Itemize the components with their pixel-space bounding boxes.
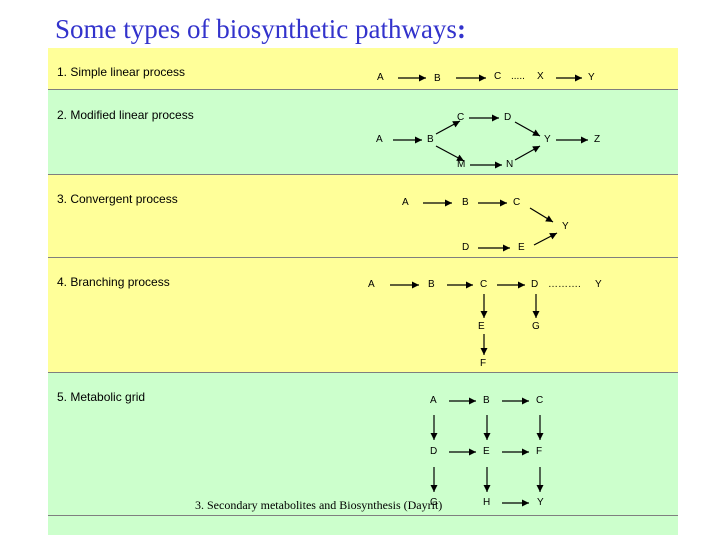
s3-node-e: E [518,242,525,253]
s2-node-b: B [427,134,434,145]
s2-node-d: D [504,112,512,123]
page-title: Some types of biosynthetic pathways: [55,14,466,45]
section-band-6 [48,516,678,535]
s4-node-b: B [428,279,435,290]
s1-node-x: X [537,71,544,82]
s5-node-y: Y [537,497,544,508]
s1-node-c: C [494,71,502,82]
s2-node-m: M [457,159,466,170]
s5-node-g: G [430,497,438,508]
s4-node-y: Y [595,279,602,290]
s3-node-y: Y [562,221,569,232]
s2-node-y: Y [544,134,551,145]
s4-node-g: G [532,321,540,332]
section-label-2: 2. Modified linear process [57,108,194,122]
s2-node-z: Z [594,134,601,145]
s4-node-d: D [531,279,539,290]
s5-node-c: C [536,395,544,406]
section-band-2 [48,90,678,174]
s3-node-b: B [462,197,469,208]
s5-node-f: F [536,446,543,457]
section-label-3: 3. Convergent process [57,192,178,206]
section-band-5 [48,373,678,515]
s3-node-d: D [462,242,470,253]
s4-node-f: F [480,358,487,369]
s1-node-y: Y [588,72,595,83]
title-colon: : [456,14,466,44]
title-text: Some types of biosynthetic pathways [55,14,457,44]
s5-node-a: A [430,395,437,406]
s2-node-n: N [506,159,514,170]
divider [48,89,678,90]
divider [48,174,678,175]
section-band-4 [48,258,678,372]
s5-node-b: B [483,395,490,406]
s1-node-b: B [434,73,441,84]
s4-node-c: C [480,279,488,290]
section-band-1 [48,48,678,89]
s1-dots: ..... [511,71,525,82]
section-band-3 [48,175,678,257]
s4-node-e: E [478,321,485,332]
s1-node-a: A [377,72,384,83]
divider [48,257,678,258]
footer-caption: 3. Secondary metabolites and Biosynthesi… [195,498,443,512]
s2-node-a: A [376,134,383,145]
section-label-1: 1. Simple linear process [57,65,186,79]
s5-node-e: E [483,446,490,457]
divider [48,515,678,516]
section-label-4: 4. Branching process [57,275,170,289]
s3-node-c: C [513,197,521,208]
s2-node-c: C [457,112,465,123]
s4-node-a: A [368,279,375,290]
s4-dots: ………. [548,279,581,290]
s3-node-a: A [402,197,409,208]
divider [48,372,678,373]
s5-node-d: D [430,446,438,457]
s5-node-h: H [483,497,491,508]
section-label-5: 5. Metabolic grid [57,390,146,404]
